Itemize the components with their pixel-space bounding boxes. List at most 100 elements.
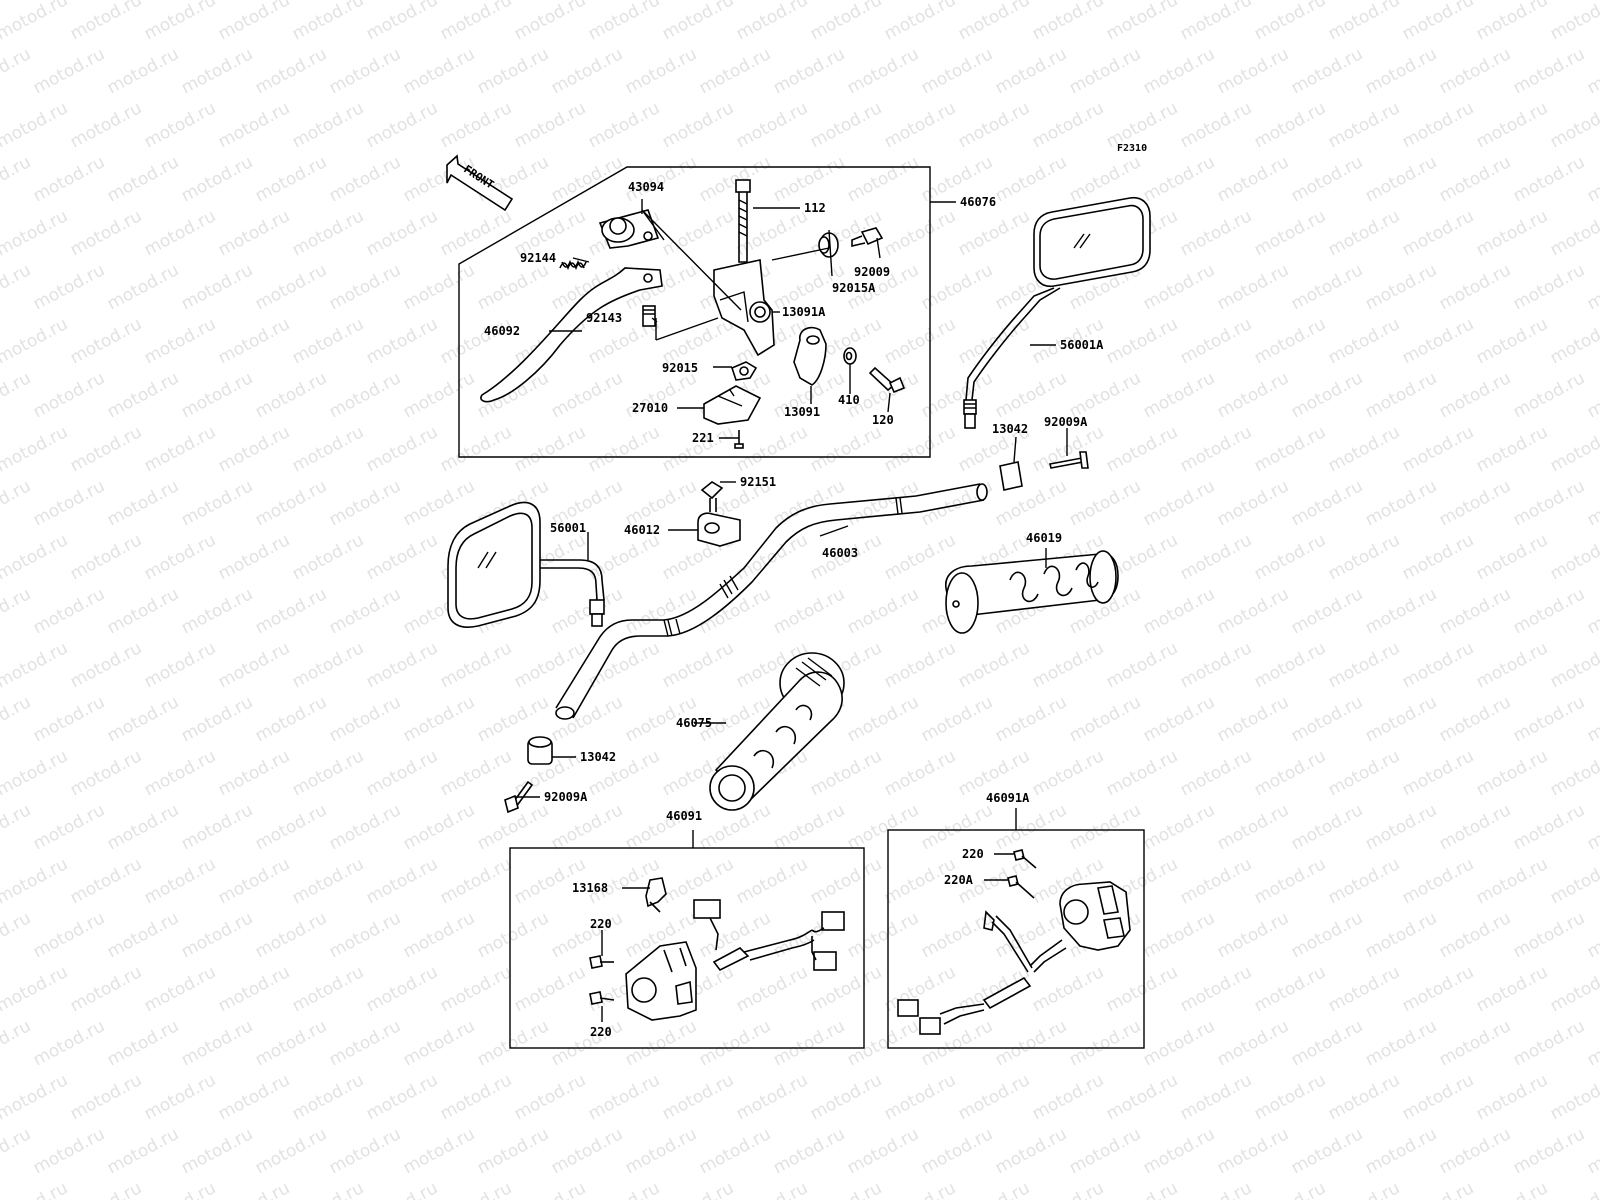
watermark-text: motod.ru xyxy=(1436,908,1514,962)
watermark-text: motod.ru xyxy=(511,0,589,44)
watermark-text: motod.ru xyxy=(1251,422,1329,476)
watermark-text: motod.ru xyxy=(104,692,182,746)
watermark-text: motod.ru xyxy=(437,98,515,152)
watermark-text: motod.ru xyxy=(252,476,330,530)
weight-13042-right-part xyxy=(999,461,1023,491)
watermark-text: motod.ru xyxy=(215,1070,293,1124)
figure-code: F2310 xyxy=(1117,143,1147,154)
watermark-text: motod.ru xyxy=(363,206,441,260)
watermark-text: motod.ru xyxy=(289,422,367,476)
watermark-text: motod.ru xyxy=(659,1178,737,1200)
watermark-text: motod.ru xyxy=(1362,44,1440,98)
spring-92144-part xyxy=(559,259,587,271)
watermark-text: motod.ru xyxy=(1066,800,1144,854)
watermark-text: motod.ru xyxy=(0,1124,34,1178)
watermark-text: motod.ru xyxy=(141,98,219,152)
watermark-text: motod.ru xyxy=(363,854,441,908)
watermark-text: motod.ru xyxy=(215,962,293,1016)
label-112: 112 xyxy=(804,201,826,215)
label-56001: 56001 xyxy=(550,521,586,535)
watermark-text: motod.ru xyxy=(1399,206,1477,260)
watermark-text: motod.ru xyxy=(0,314,71,368)
watermark-text: motod.ru xyxy=(1399,422,1477,476)
watermark-text: motod.ru xyxy=(1251,962,1329,1016)
mirror-56001-part xyxy=(447,501,605,628)
screw-92009A-left-part xyxy=(504,780,534,814)
watermark-text: motod.ru xyxy=(141,530,219,584)
watermark-text: motod.ru xyxy=(437,1070,515,1124)
watermark-text: motod.ru xyxy=(548,152,626,206)
watermark-text: motod.ru xyxy=(1584,800,1600,854)
watermark-text: motod.ru xyxy=(30,476,108,530)
watermark-text: motod.ru xyxy=(659,638,737,692)
watermark-text: motod.ru xyxy=(955,206,1033,260)
watermark-text: motod.ru xyxy=(1399,98,1477,152)
watermark-text: motod.ru xyxy=(215,422,293,476)
label-46012: 46012 xyxy=(624,523,660,537)
watermark-text: motod.ru xyxy=(0,638,71,692)
watermark-text: motod.ru xyxy=(289,206,367,260)
watermark-text: motod.ru xyxy=(1029,638,1107,692)
watermark-text: motod.ru xyxy=(918,800,996,854)
watermark-text: motod.ru xyxy=(511,638,589,692)
label-46091A: 46091A xyxy=(986,791,1030,805)
label-46076: 46076 xyxy=(960,195,996,209)
watermark-text: motod.ru xyxy=(844,800,922,854)
watermark-text: motod.ru xyxy=(0,962,71,1016)
watermark-text: motod.ru xyxy=(1510,800,1588,854)
watermark-text: motod.ru xyxy=(881,422,959,476)
watermark-text: motod.ru xyxy=(0,854,71,908)
watermark-text: motod.ru xyxy=(252,260,330,314)
watermark-text: motod.ru xyxy=(1399,1070,1477,1124)
watermark-text: motod.ru xyxy=(178,152,256,206)
watermark-text: motod.ru xyxy=(1473,314,1551,368)
watermark-text: motod.ru xyxy=(1140,908,1218,962)
watermark-text: motod.ru xyxy=(67,1178,145,1200)
watermark-text: motod.ru xyxy=(400,1016,478,1070)
watermark-text: motod.ru xyxy=(1325,530,1403,584)
label-27010: 27010 xyxy=(632,401,668,415)
watermark-text: motod.ru xyxy=(326,692,404,746)
watermark-text: motod.ru xyxy=(548,1124,626,1178)
watermark-text: motod.ru xyxy=(1214,152,1292,206)
watermark-text: motod.ru xyxy=(1547,746,1600,800)
watermark-text: motod.ru xyxy=(992,908,1070,962)
watermark-text: motod.ru xyxy=(881,314,959,368)
label-13091A: 13091A xyxy=(782,305,826,319)
watermark-text: motod.ru xyxy=(289,530,367,584)
watermark-text: motod.ru xyxy=(511,962,589,1016)
watermark-text: motod.ru xyxy=(30,152,108,206)
watermark-text: motod.ru xyxy=(0,1070,71,1124)
watermark-text: motod.ru xyxy=(178,908,256,962)
watermark-text: motod.ru xyxy=(67,530,145,584)
watermark-text: motod.ru xyxy=(1547,98,1600,152)
watermark-text: motod.ru xyxy=(1436,692,1514,746)
watermark-text: motod.ru xyxy=(0,1178,71,1200)
watermark-text: motod.ru xyxy=(1177,1070,1255,1124)
watermark-text: motod.ru xyxy=(696,44,774,98)
watermark-text: motod.ru xyxy=(326,260,404,314)
watermark-text: motod.ru xyxy=(1103,638,1181,692)
watermark-text: motod.ru xyxy=(1473,206,1551,260)
watermark-text: motod.ru xyxy=(326,368,404,422)
watermark-text: motod.ru xyxy=(1029,1178,1107,1200)
label-13168: 13168 xyxy=(572,881,608,895)
watermark-text: motod.ru xyxy=(844,1016,922,1070)
watermark-text: motod.ru xyxy=(437,206,515,260)
watermark-text: motod.ru xyxy=(363,0,441,44)
watermark-text: motod.ru xyxy=(0,692,34,746)
watermark-text: motod.ru xyxy=(1214,368,1292,422)
pin-92143-part xyxy=(642,305,656,327)
watermark-text: motod.ru xyxy=(178,260,256,314)
watermark-text: motod.ru xyxy=(1584,584,1600,638)
watermark-text: motod.ru xyxy=(437,314,515,368)
watermark-text: motod.ru xyxy=(1288,1016,1366,1070)
watermark-text: motod.ru xyxy=(992,44,1070,98)
watermark-text: motod.ru xyxy=(0,584,34,638)
watermark-text: motod.ru xyxy=(733,422,811,476)
label-220-c: 220 xyxy=(962,847,984,861)
watermark-text: motod.ru xyxy=(30,908,108,962)
watermark-text: motod.ru xyxy=(400,44,478,98)
watermark-text: motod.ru xyxy=(252,152,330,206)
leader-lines-middle xyxy=(516,344,1068,798)
